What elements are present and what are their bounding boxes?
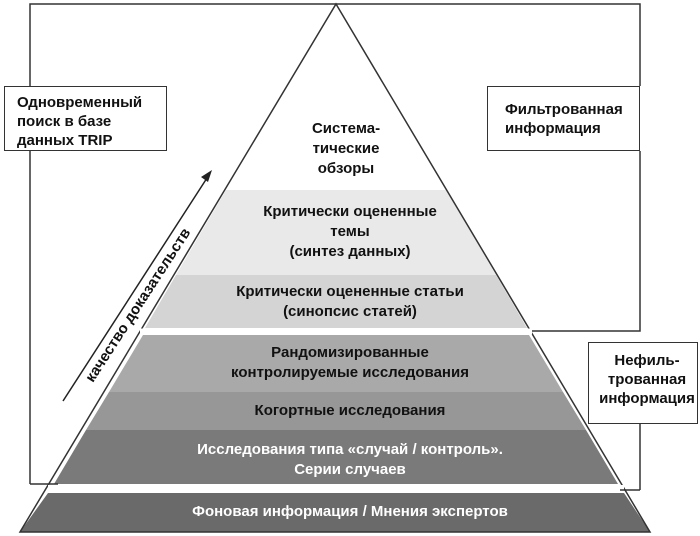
pyramid-level-cohort-studies [86, 392, 586, 430]
level-label-systematic-reviews: Система- тические обзоры [311, 120, 381, 177]
pyramid-outline [18, 2, 652, 533]
level-label-critically-appraised-topics: Критически оцененные темы (синтез данных… [263, 203, 437, 260]
unfiltered-information-box: Нефиль- трованная информация [588, 342, 698, 424]
evidence-quality-arrow [62, 177, 208, 402]
level-label-critically-appraised-articles: Критически оцененные статьи (синопсис ст… [236, 283, 464, 320]
pyramid-level-rct [109, 335, 563, 392]
filtered-information-label: Фильтрованная информация [505, 101, 623, 137]
pyramid-level-systematic-reviews [226, 4, 446, 190]
level-label-case-control: Исследования типа «случай / контроль». С… [197, 441, 503, 478]
pyramid-level-critically-appraised-topics [176, 190, 496, 275]
level-label-background-information: Фоновая информация / Мнения экспертов [192, 503, 508, 520]
level-label-rct: Рандомизированные контролируемые исследо… [231, 344, 469, 381]
filtered-information-box: Фильтрованная информация [487, 86, 640, 151]
filtered-bracket-line-lower [532, 151, 641, 332]
unfiltered-information-label: Нефиль- трованная информация [599, 352, 695, 407]
pyramid-level-case-control [54, 430, 618, 484]
trip-bracket-line [29, 3, 336, 86]
evidence-quality-arrowhead [201, 170, 212, 182]
trip-search-label: Одновременный поиск в базе данных TRIP [17, 94, 143, 149]
filtered-bracket-line [336, 3, 641, 86]
trip-search-box: Одновременный поиск в базе данных TRIP [4, 86, 167, 151]
level-label-cohort-studies: Когортные исследования [254, 402, 446, 419]
pyramid-level-background-information [20, 493, 650, 532]
pyramid-level-critically-appraised-articles [145, 275, 527, 328]
